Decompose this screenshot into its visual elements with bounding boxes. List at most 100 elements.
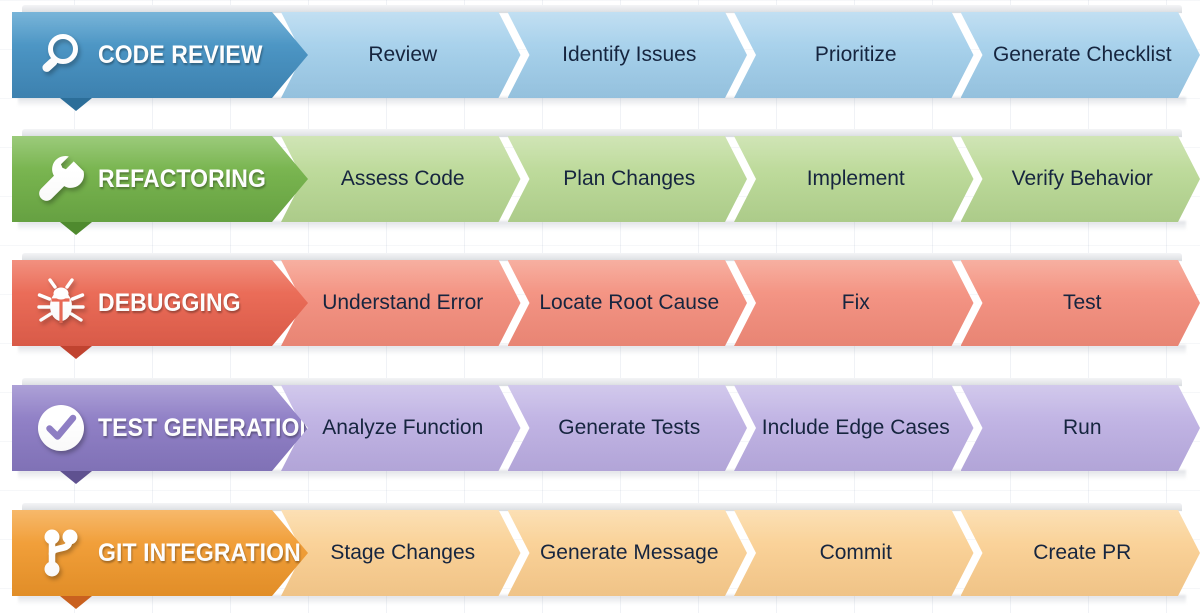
step-chevron-group: Review Identify Issues Prioritize Generate …	[294, 12, 1200, 98]
step-label: Test	[1062, 291, 1102, 314]
step-label: Verify Behavior	[1011, 167, 1153, 190]
step-chevron[interactable]: Test	[961, 260, 1200, 346]
step-chevron-shape	[961, 12, 1200, 98]
step-label: Include Edge Cases	[761, 416, 950, 439]
workflow-row-test-generation: Analyze Function Generate Tests Include Ed…	[12, 378, 1200, 484]
label-fold-tab	[60, 98, 92, 111]
step-label: Generate Message	[539, 541, 719, 564]
step-chevron-group: Understand Error Locate Root Cause Fix Test	[294, 260, 1200, 346]
bug-icon	[34, 276, 88, 330]
label-fold-tab	[60, 471, 92, 484]
row-drop-shadow	[18, 345, 1186, 355]
row-top-edge	[22, 503, 1182, 512]
step-chevron[interactable]: Stage Changes	[281, 510, 521, 596]
row-top-edge	[22, 253, 1182, 262]
step-chevron-shape	[281, 12, 521, 98]
row-drop-shadow	[18, 97, 1186, 107]
step-chevron-shape	[281, 385, 521, 471]
workflow-row-git-integration: Stage Changes Generate Message Commit Creat…	[12, 503, 1200, 609]
step-chevron-shape	[281, 260, 521, 346]
step-chevron-shape	[734, 12, 974, 98]
step-chevron-shape	[734, 136, 974, 222]
workflow-label-block[interactable]: GIT INTEGRATION	[12, 510, 308, 596]
workflow-label-text: REFACTORING	[98, 164, 267, 193]
workflow-row-refactoring: Assess Code Plan Changes Implement Verify B…	[12, 129, 1200, 235]
step-chevron-shape	[961, 385, 1200, 471]
workflow-row-code-review: Review Identify Issues Prioritize Generate …	[12, 5, 1200, 111]
step-chevron[interactable]: Locate Root Cause	[508, 260, 748, 346]
workflow-label-text: TEST GENERATION	[98, 413, 317, 442]
row-top-edge	[22, 129, 1182, 138]
step-chevron[interactable]: Generate Checklist	[961, 12, 1200, 98]
step-chevron[interactable]: Prioritize	[734, 12, 974, 98]
workflow-label-block[interactable]: TEST GENERATION	[12, 385, 308, 471]
row-drop-shadow	[18, 595, 1186, 605]
step-label: Commit	[819, 541, 892, 564]
step-chevron[interactable]: Identify Issues	[508, 12, 748, 98]
step-chevron[interactable]: Generate Tests	[508, 385, 748, 471]
step-chevron-shape	[281, 510, 521, 596]
workflow-label-text: CODE REVIEW	[98, 40, 263, 69]
workflow-label-block[interactable]: DEBUGGING	[12, 260, 308, 346]
step-label: Create PR	[1033, 541, 1132, 564]
step-chevron[interactable]: Create PR	[961, 510, 1200, 596]
step-label: Generate Tests	[558, 416, 701, 439]
step-label: Locate Root Cause	[539, 291, 720, 314]
magnifier-icon	[34, 28, 88, 82]
git-branch-icon	[34, 526, 88, 580]
step-chevron-shape	[508, 136, 748, 222]
step-label: Plan Changes	[563, 167, 696, 190]
step-chevron-shape	[508, 510, 748, 596]
step-chevron[interactable]: Commit	[734, 510, 974, 596]
wrench-icon	[34, 152, 88, 206]
step-label: Stage Changes	[330, 541, 476, 564]
step-chevron[interactable]: Fix	[734, 260, 974, 346]
workflow-label-text: DEBUGGING	[98, 288, 241, 317]
step-chevron[interactable]: Plan Changes	[508, 136, 748, 222]
step-chevron[interactable]: Analyze Function	[281, 385, 521, 471]
step-label: Fix	[841, 291, 870, 314]
step-chevron-group: Stage Changes Generate Message Commit Creat…	[294, 510, 1200, 596]
step-chevron-shape	[961, 260, 1200, 346]
workflow-row-debugging: Understand Error Locate Root Cause Fix Test…	[12, 253, 1200, 359]
workflow-label-text: GIT INTEGRATION	[98, 538, 301, 567]
row-top-edge	[22, 378, 1182, 387]
step-label: Implement	[806, 167, 905, 190]
step-chevron-group: Assess Code Plan Changes Implement Verify B…	[294, 136, 1200, 222]
step-label: Run	[1062, 416, 1102, 439]
step-chevron[interactable]: Review	[281, 12, 521, 98]
step-label: Identify Issues	[562, 43, 697, 66]
step-chevron-group: Analyze Function Generate Tests Include Ed…	[294, 385, 1200, 471]
label-fold-tab	[60, 222, 92, 235]
step-label: Generate Checklist	[992, 43, 1172, 66]
step-chevron[interactable]: Verify Behavior	[961, 136, 1200, 222]
label-fold-tab	[60, 346, 92, 359]
step-chevron[interactable]: Generate Message	[508, 510, 748, 596]
check-circle-icon	[34, 401, 88, 455]
step-chevron-shape	[961, 510, 1200, 596]
step-label: Assess Code	[340, 167, 465, 190]
step-chevron-shape	[508, 385, 748, 471]
step-chevron[interactable]: Implement	[734, 136, 974, 222]
row-drop-shadow	[18, 470, 1186, 480]
workflow-label-block[interactable]: CODE REVIEW	[12, 12, 308, 98]
step-chevron[interactable]: Assess Code	[281, 136, 521, 222]
step-chevron-shape	[734, 510, 974, 596]
step-chevron-shape	[281, 136, 521, 222]
step-label: Analyze Function	[322, 416, 484, 439]
step-chevron-shape	[508, 12, 748, 98]
label-fold-tab	[60, 596, 92, 609]
step-chevron-shape	[734, 260, 974, 346]
step-chevron[interactable]: Include Edge Cases	[734, 385, 974, 471]
step-label: Prioritize	[814, 43, 897, 66]
row-drop-shadow	[18, 221, 1186, 231]
step-chevron[interactable]: Understand Error	[281, 260, 521, 346]
step-chevron[interactable]: Run	[961, 385, 1200, 471]
step-chevron-shape	[734, 385, 974, 471]
workflow-label-block[interactable]: REFACTORING	[12, 136, 308, 222]
step-label: Understand Error	[322, 291, 484, 314]
row-top-edge	[22, 5, 1182, 14]
step-chevron-shape	[961, 136, 1200, 222]
step-label: Review	[368, 43, 438, 66]
